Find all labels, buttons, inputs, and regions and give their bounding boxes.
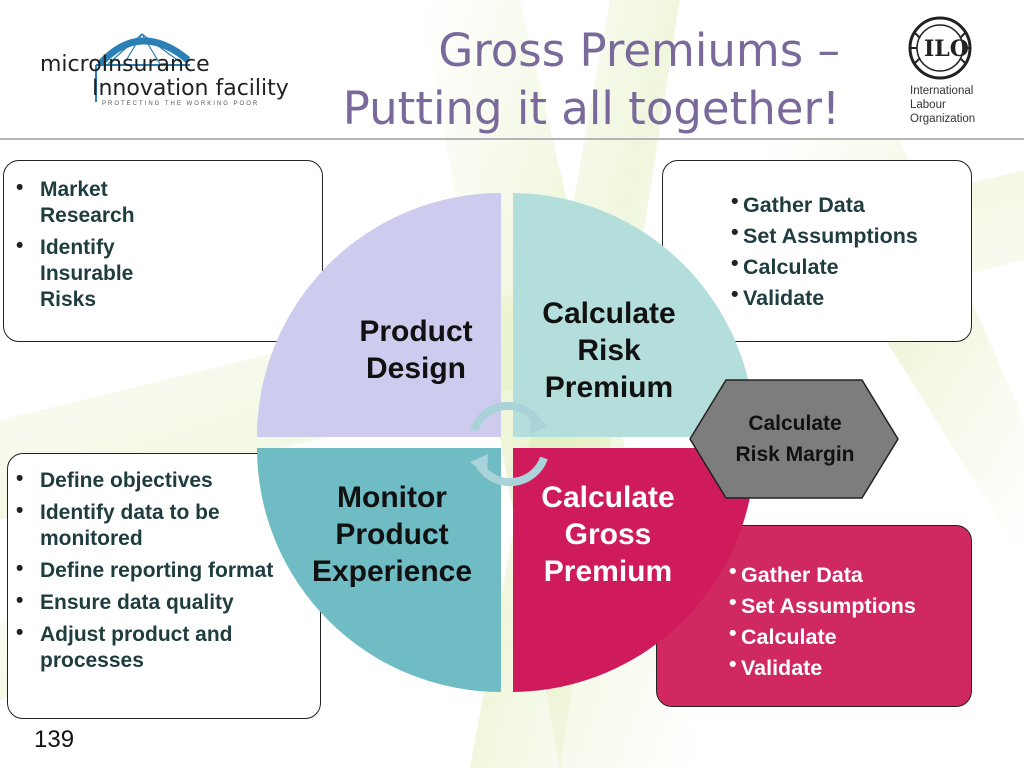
list-item: Identify data to be monitored	[12, 498, 316, 552]
ilo-logo: ILO	[900, 12, 1010, 132]
list-item: Calculate	[729, 620, 971, 650]
title-line-2: Putting it all together!	[342, 82, 840, 135]
quadrant-calculate-risk-premium	[513, 193, 755, 437]
risk-margin-hexagon	[689, 379, 899, 499]
list-item: Set Assumptions	[731, 219, 971, 249]
title-divider	[0, 138, 1024, 140]
ilo-name: International Labour Organization	[910, 85, 976, 125]
calculate-gross-premium-label: Calculate Gross Premium	[541, 481, 675, 588]
list-item: Adjust product and processes	[12, 620, 316, 674]
calculate-risk-premium-label: Calculate Risk Premium	[542, 297, 676, 404]
quadrant-product-design	[257, 193, 501, 437]
market-research-list: Market Research Identify Insurable Risks	[12, 175, 172, 313]
list-item: Market Research	[12, 175, 172, 229]
list-item: Identify Insurable Risks	[12, 233, 172, 313]
list-item: Gather Data	[729, 558, 971, 588]
risk-margin-label: Calculate Risk Margin	[735, 412, 855, 466]
list-item: Define reporting format	[12, 556, 316, 584]
ilo-mark: ILO	[924, 36, 969, 62]
logo-line-2: Innovation facility	[92, 76, 289, 101]
gross-premium-steps-list: Gather Data Set Assumptions Calculate Va…	[729, 558, 971, 681]
monitor-product-experience-label: Monitor Product Experience	[311, 481, 473, 588]
page-number: 139	[34, 726, 75, 753]
list-item: Validate	[731, 281, 971, 311]
list-item: Gather Data	[731, 188, 971, 218]
logo-tagline: PROTECTING THE WORKING POOR	[102, 101, 260, 107]
list-item: Set Assumptions	[729, 589, 971, 619]
quadrant-calculate-gross-premium	[513, 448, 755, 692]
gross-premium-steps-box: Gather Data Set Assumptions Calculate Va…	[656, 525, 972, 707]
list-item: Ensure data quality	[12, 588, 316, 616]
microinsurance-logo: microInsurance Innovation facility PROTE…	[40, 22, 290, 112]
cycle-arrow-head-icon	[470, 454, 488, 476]
quadrant-monitor-product-experience	[257, 448, 501, 692]
cycle-arrow-head-icon	[530, 412, 548, 434]
page-title: Gross Premiums – Putting it all together…	[300, 22, 840, 138]
market-research-box: Market Research Identify Insurable Risks	[3, 160, 323, 342]
risk-premium-steps-list: Gather Data Set Assumptions Calculate Va…	[731, 188, 971, 311]
title-line-1: Gross Premiums –	[438, 24, 840, 77]
monitor-steps-list: Define objectives Identify data to be mo…	[12, 466, 316, 674]
cycle-diagram	[257, 193, 755, 692]
list-item: Calculate	[731, 250, 971, 280]
product-design-label: Product Design	[359, 315, 473, 385]
list-item: Validate	[729, 651, 971, 681]
logo-line-1: microInsurance	[40, 52, 210, 77]
list-item: Define objectives	[12, 466, 316, 494]
